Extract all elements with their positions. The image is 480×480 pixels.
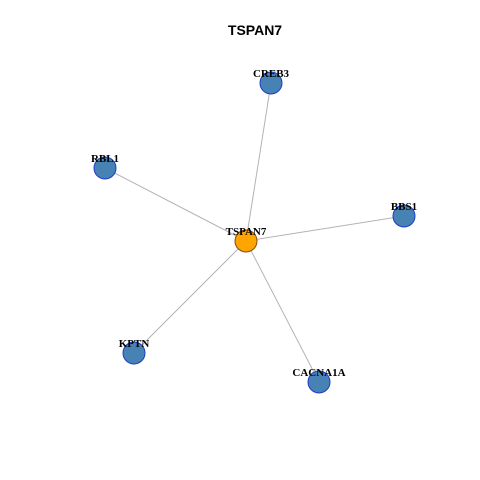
node-bbs1 [392, 204, 416, 228]
edge-tspan7-bbs1 [245, 215, 405, 242]
edge-layer [104, 82, 405, 383]
node-label-creb3: CREB3 [253, 68, 290, 80]
node-label-kptn: KPTN [119, 338, 150, 350]
node-cacna1a [307, 370, 331, 394]
node-label-rbl1: RBL1 [91, 153, 119, 165]
node-rbl1 [93, 156, 117, 180]
node-label-cacna1a: CACNA1A [292, 367, 345, 379]
node-label-bbs1: BBS1 [391, 201, 417, 213]
diagram-title: TSPAN7 [228, 22, 282, 38]
edge-tspan7-kptn [133, 240, 247, 354]
edge-tspan7-creb3 [245, 82, 272, 242]
node-kptn [122, 341, 146, 365]
node-label-tspan7: TSPAN7 [226, 226, 267, 238]
edge-tspan7-rbl1 [104, 167, 247, 242]
node-layer [93, 71, 416, 394]
edge-tspan7-cacna1a [245, 240, 320, 383]
node-tspan7 [234, 229, 258, 253]
node-creb3 [259, 71, 283, 95]
